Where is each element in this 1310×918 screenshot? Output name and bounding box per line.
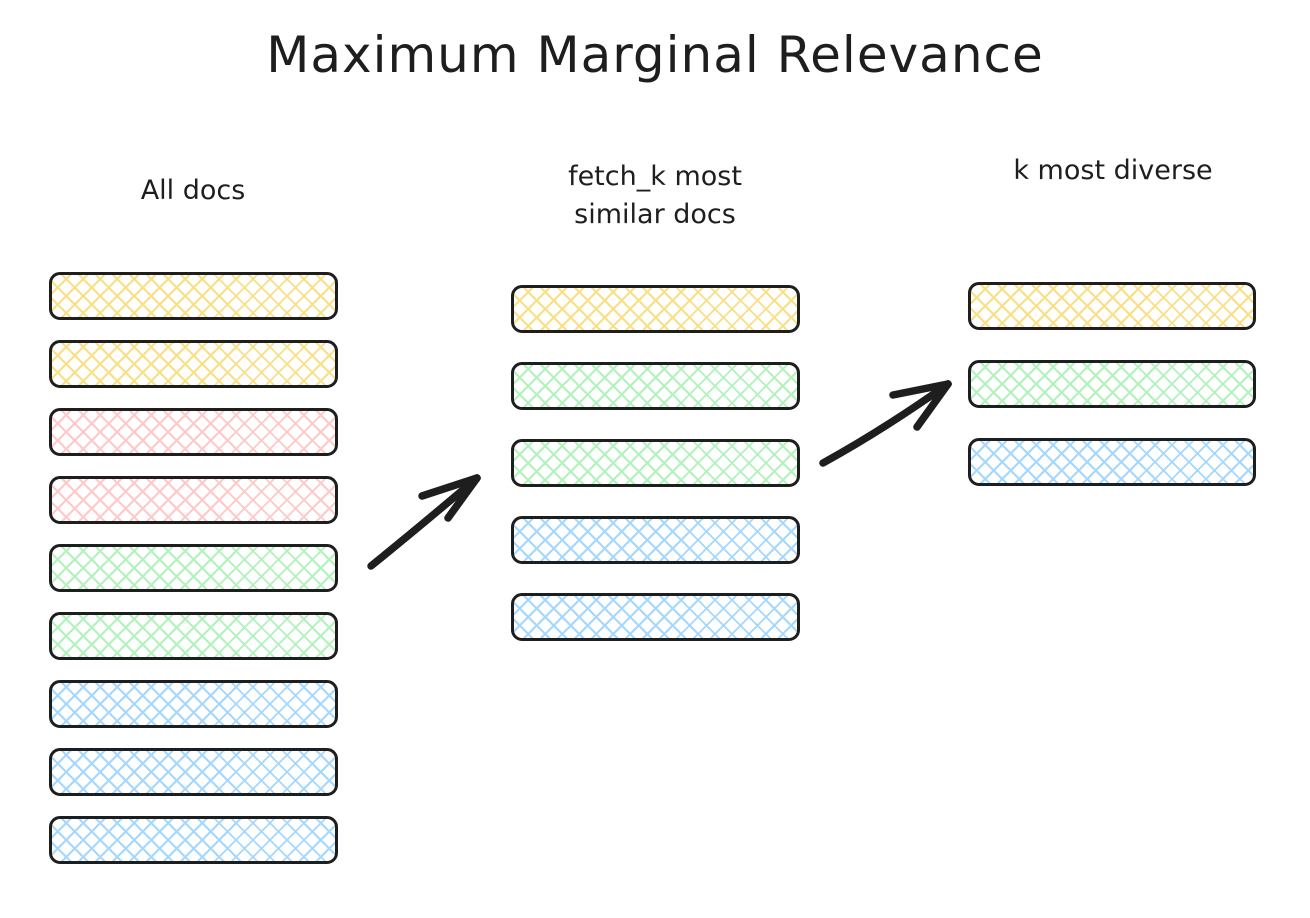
column-fetch-k-most-similar [511,285,800,641]
doc-blue [511,516,800,564]
doc-yellow [968,282,1256,330]
column-k-most-diverse [968,282,1256,486]
doc-red [49,408,338,456]
column-label-fetch-k-most-similar: fetch_k most similar docs [568,161,742,230]
doc-yellow [49,272,338,320]
doc-blue [511,593,800,641]
column-label-all-docs: All docs [140,175,246,206]
doc-green [511,362,800,410]
doc-blue [49,748,338,796]
doc-green [511,439,800,487]
column-all-docs [49,272,338,864]
doc-red [49,476,338,524]
column-label-k-most-diverse: k most diverse [1013,155,1213,186]
doc-blue [49,816,338,864]
doc-green [968,360,1256,408]
doc-blue [968,438,1256,486]
doc-yellow [511,285,800,333]
arrow-fetch-k-to-k-most-diverse-icon [819,380,952,467]
doc-blue [49,680,338,728]
doc-green [49,612,338,660]
doc-green [49,544,338,592]
arrow-all-docs-to-fetch-k-icon [367,474,481,570]
doc-yellow [49,340,338,388]
diagram-title: Maximum Marginal Relevance [266,26,1044,84]
